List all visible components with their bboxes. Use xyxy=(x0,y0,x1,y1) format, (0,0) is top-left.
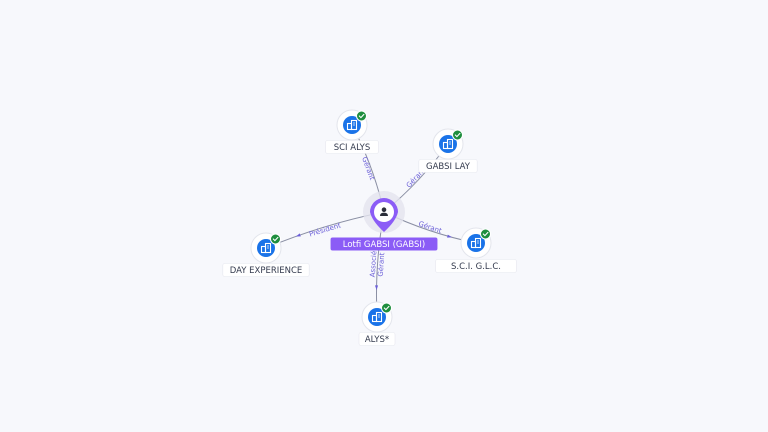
building-icon xyxy=(371,311,383,323)
company-label: S.C.I. G.L.C. xyxy=(451,262,501,272)
verified-check-icon xyxy=(270,233,281,245)
edge-role-label: Président xyxy=(308,221,342,238)
person-label-box xyxy=(330,237,438,251)
person-icon xyxy=(380,207,388,216)
company-label-box xyxy=(325,140,379,154)
edge-role-label: Gérant xyxy=(360,156,376,182)
company-node-day-experience[interactable]: DAY EXPERIENCE xyxy=(222,232,310,277)
company-node-alys[interactable]: ALYS* xyxy=(358,301,396,346)
building-icon xyxy=(260,242,272,254)
edge-role-label: Associé xyxy=(369,251,379,278)
nodes-layer: SCI ALYS GABSI LAY S.C.I. G.L.C. ALYS* DAY E… xyxy=(222,109,517,346)
edge-arrow-icon xyxy=(374,285,379,291)
company-node-gabsi-lay[interactable]: GABSI LAY xyxy=(418,128,478,173)
company-label-box xyxy=(435,259,517,273)
person-pin-inner xyxy=(374,202,394,222)
company-label: GABSI LAY xyxy=(426,162,471,172)
company-node-sci-alys[interactable]: SCI ALYS xyxy=(325,109,379,154)
person-node[interactable]: Lotfi GABSI (GABSI) xyxy=(330,191,438,251)
verified-check-icon xyxy=(356,110,367,122)
person-label: Lotfi GABSI (GABSI) xyxy=(343,240,425,250)
company-label: SCI ALYS xyxy=(334,143,371,153)
company-node-sci-glc[interactable]: S.C.I. G.L.C. xyxy=(435,227,517,273)
company-label-box xyxy=(222,263,310,277)
verified-check-icon xyxy=(480,228,491,240)
edge-arrow-icon xyxy=(295,233,301,237)
verified-check-icon xyxy=(381,302,392,314)
edge-role-label: Gérant xyxy=(417,220,443,235)
company-label: ALYS* xyxy=(365,335,389,345)
verified-check-icon xyxy=(452,129,463,141)
edge-role-label: Gérant xyxy=(377,252,387,277)
company-label: DAY EXPERIENCE xyxy=(230,266,303,276)
building-icon xyxy=(442,138,454,150)
company-label-box xyxy=(358,332,396,346)
building-icon xyxy=(346,119,358,131)
building-icon xyxy=(470,237,482,249)
company-label-box xyxy=(418,159,478,173)
edge-arrow-icon xyxy=(447,234,452,238)
